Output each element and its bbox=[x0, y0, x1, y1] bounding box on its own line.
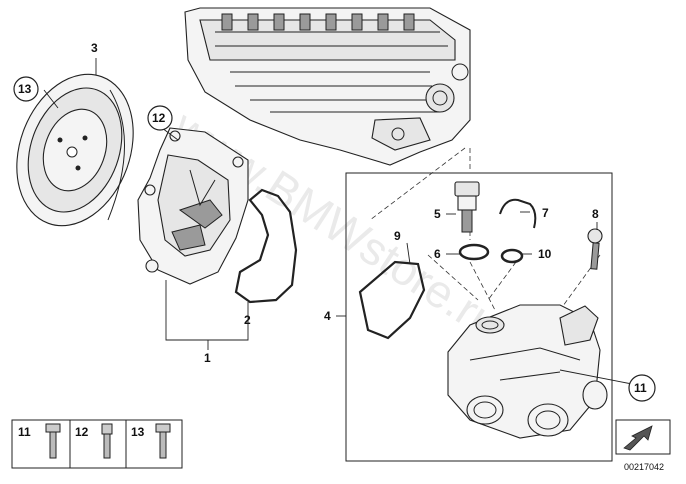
o-ring-illustration bbox=[458, 243, 490, 261]
bolt-icon bbox=[45, 423, 61, 459]
callout-3: 3 bbox=[91, 41, 98, 55]
hex-bolt-icon bbox=[155, 423, 171, 459]
pump-gasket-illustration bbox=[234, 188, 298, 304]
leader-lines bbox=[43, 58, 633, 385]
callout-10: 10 bbox=[538, 247, 552, 261]
water-pump-illustration bbox=[137, 127, 249, 285]
callout-8: 8 bbox=[592, 207, 599, 221]
navigation-arrow-box[interactable] bbox=[615, 419, 671, 455]
legend-label-11: 11 bbox=[18, 425, 31, 439]
callout-6: 6 bbox=[434, 247, 441, 261]
callout-11: 11 bbox=[634, 381, 647, 395]
thermostat-group-frame bbox=[345, 172, 613, 462]
callout-4: 4 bbox=[324, 309, 331, 323]
callout-9: 9 bbox=[394, 229, 401, 243]
bleed-screw-illustration bbox=[587, 228, 603, 270]
arrow-icon bbox=[623, 425, 653, 451]
callout-1: 1 bbox=[204, 351, 211, 365]
thermostat-gasket-illustration bbox=[358, 260, 426, 340]
temperature-sensor-illustration bbox=[454, 181, 480, 233]
cap-screw-icon bbox=[101, 423, 113, 459]
legend-label-12: 12 bbox=[75, 425, 89, 439]
callout-labels: 3 13 12 2 1 4 5 6 7 8 9 10 11 bbox=[13, 41, 656, 402]
pulley-illustration bbox=[16, 73, 134, 227]
clip-illustration bbox=[499, 198, 537, 229]
legend-label-13: 13 bbox=[131, 425, 145, 439]
callout-2: 2 bbox=[244, 313, 251, 327]
sealing-ring-illustration bbox=[500, 248, 524, 264]
fastener-legend: 11 12 13 bbox=[11, 419, 183, 469]
diagram-id: 00217042 bbox=[624, 462, 664, 472]
callout-5: 5 bbox=[434, 207, 441, 221]
thermostat-housing-illustration bbox=[447, 304, 608, 439]
callout-7: 7 bbox=[542, 206, 549, 220]
callout-13: 13 bbox=[18, 82, 32, 96]
cylinder-head-illustration bbox=[184, 7, 471, 166]
callout-12: 12 bbox=[152, 111, 166, 125]
